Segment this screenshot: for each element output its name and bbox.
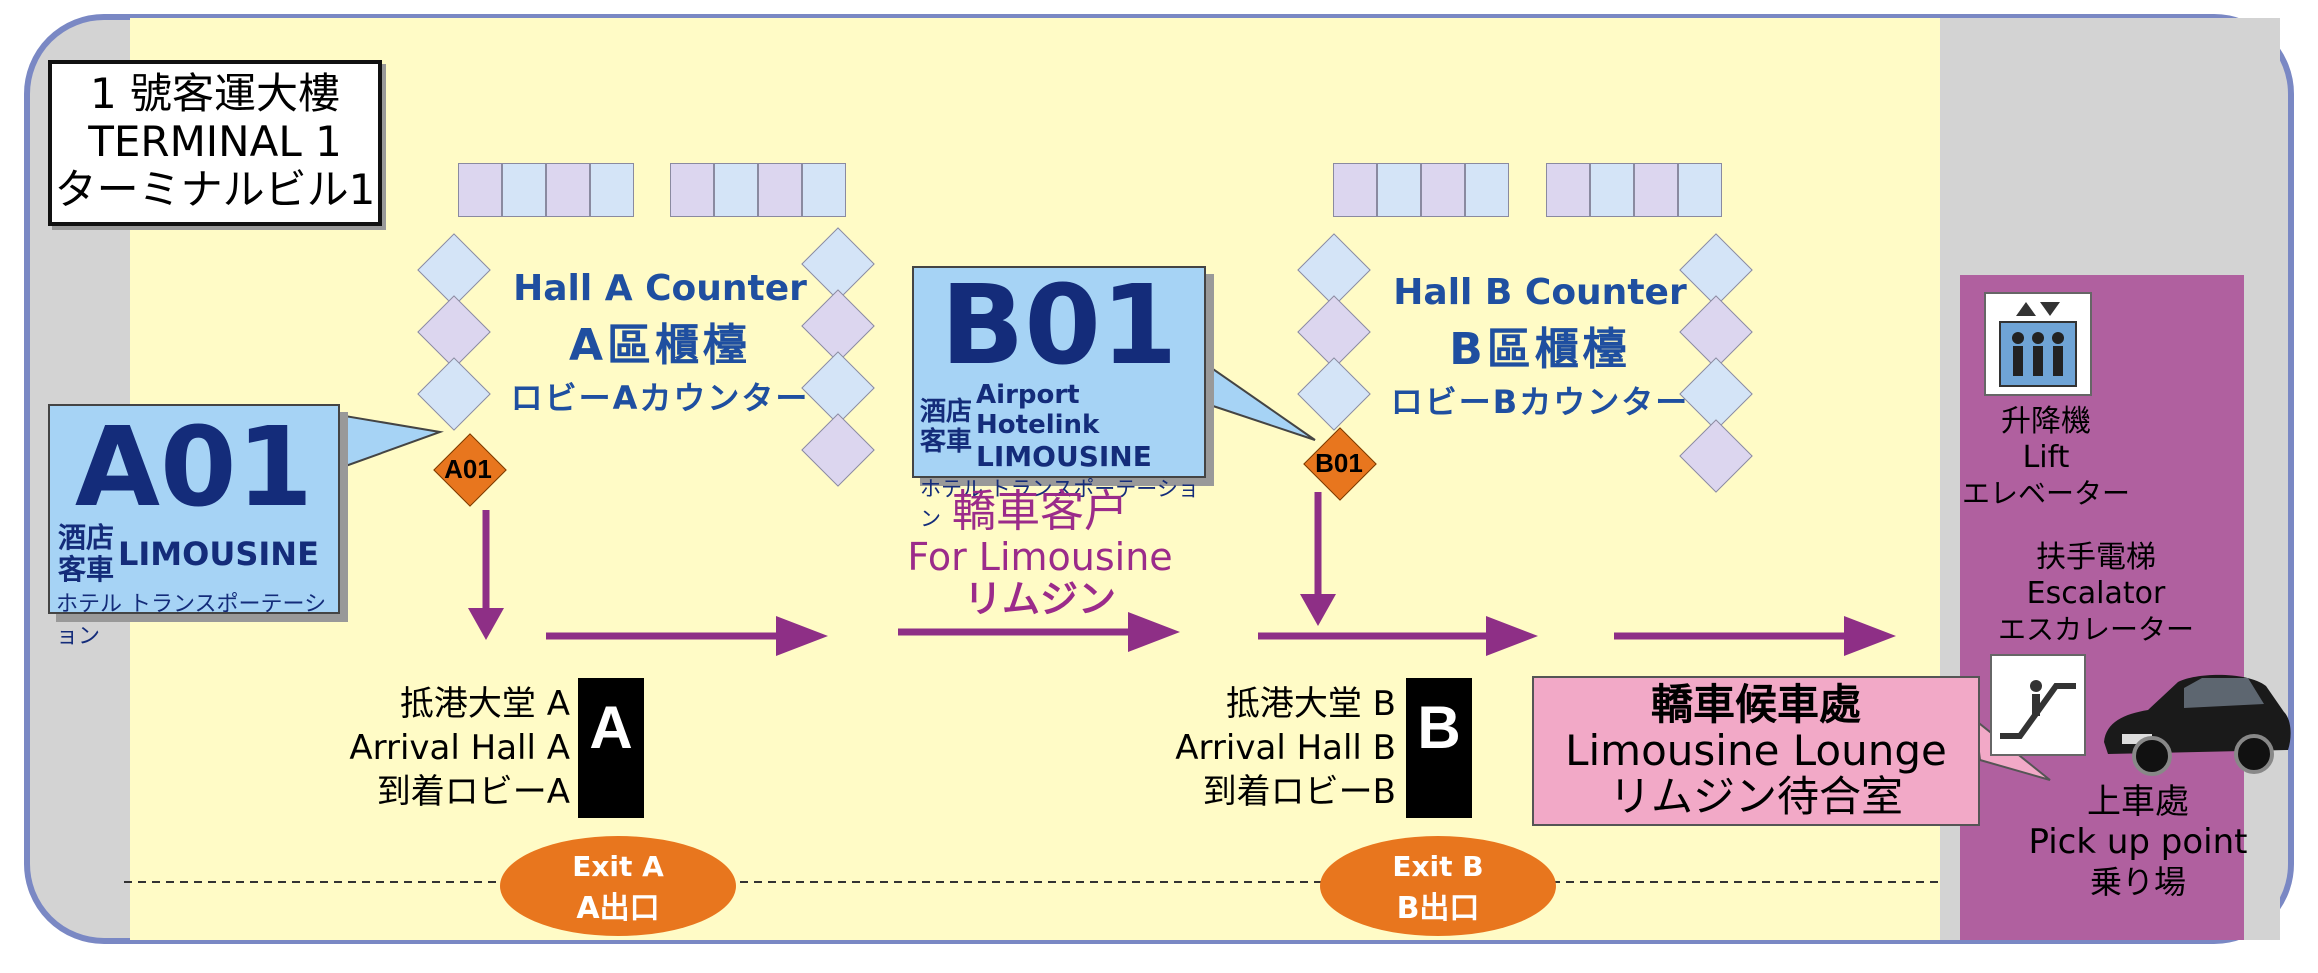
- arrival-hall-b-label: 抵港大堂 B Arrival Hall B 到着ロビーB: [1124, 682, 1396, 814]
- hall-a-title-ja: ロビーAカウンター: [510, 379, 810, 417]
- arrival-hall-a-label: 抵港大堂 A Arrival Hall A 到着ロビーA: [300, 682, 570, 814]
- stop-a01-label: A01: [444, 454, 492, 484]
- lift-en: Lift: [2022, 440, 2070, 475]
- car-icon: [2104, 674, 2291, 776]
- sign-b01: B01 酒店 客車 Airport Hotelink LIMOUSINE ホテル…: [912, 261, 1206, 531]
- limousine-lounge-en: Limousine Lounge: [1565, 726, 1947, 775]
- escalator-icon: [1990, 654, 2086, 756]
- hall-b-counter-row-right: [1546, 163, 1722, 217]
- escalator-zh: 扶手電梯: [2036, 540, 2156, 575]
- exit-a-en: Exit A: [572, 850, 664, 883]
- hall-a-title: Hall A Counter A區櫃檯 ロビーAカウンター: [490, 268, 830, 419]
- pickup-zh: 上車處: [2087, 782, 2189, 822]
- hall-b-title-en: Hall B Counter: [1393, 272, 1687, 313]
- terminal-label-ja: ターミナルビル1: [54, 165, 376, 214]
- sign-b01-en1: Airport Hotelink: [976, 380, 1100, 440]
- terminal-label-zh: 1 號客運大樓: [89, 69, 341, 118]
- escalator-en: Escalator: [2026, 576, 2166, 611]
- hall-a-counter-row-left: [458, 163, 634, 217]
- exit-a-zh: A出口: [576, 891, 660, 926]
- escalator-label: 扶手電梯 Escalator エスカレーター: [1946, 540, 2246, 648]
- escalator-ja: エスカレーター: [1997, 613, 2194, 646]
- sign-a01-en: LIMOUSINE: [118, 535, 319, 573]
- limousine-lounge: 轎車候車處 Limousine Lounge リムジン待合室: [1532, 676, 1980, 826]
- limousine-path-label: 轎車客户 For Limousine リムジン: [880, 486, 1200, 621]
- exit-b: Exit B B出口: [1320, 836, 1556, 936]
- exit-a: Exit A A出口: [500, 836, 736, 936]
- sign-a01: A01 酒店 客車 LIMOUSINE ホテル トランスポーテーション: [48, 403, 340, 649]
- arrival-hall-a-en: Arrival Hall A: [349, 728, 570, 768]
- hall-b-title-zh: B區櫃檯: [1449, 324, 1631, 375]
- lift-zh: 升降機: [2001, 404, 2091, 439]
- lift-label: 升降機 Lift エレベーター: [1936, 404, 2156, 512]
- sign-b01-ja: ホテル トランスポーテーション: [920, 477, 1199, 531]
- hall-a-title-en: Hall A Counter: [513, 268, 807, 309]
- limousine-path-ja: リムジン: [963, 577, 1116, 621]
- limousine-path-zh: 轎車客户: [952, 486, 1128, 537]
- hall-a-counter-row-right: [670, 163, 846, 217]
- arrival-hall-a-mark: A: [578, 678, 644, 818]
- arrival-hall-a-ja: 到着ロビーA: [376, 772, 570, 812]
- sign-b01-en2: LIMOUSINE: [976, 440, 1152, 473]
- terminal-label-en: TERMINAL 1: [88, 117, 342, 166]
- exit-b-zh: B出口: [1396, 891, 1480, 926]
- sign-a01-zh: 酒店 客車: [58, 521, 115, 586]
- pickup-label: 上車處 Pick up point 乗り場: [2018, 782, 2258, 902]
- pickup-ja: 乗り場: [2089, 863, 2186, 901]
- sign-a01-ja: ホテル トランスポーテーション: [56, 592, 327, 649]
- limousine-lounge-zh: 轎車候車處: [1650, 680, 1861, 729]
- lift-ja: エレベーター: [1961, 477, 2130, 510]
- stop-b01-label: B01: [1315, 448, 1363, 478]
- pickup-en: Pick up point: [2028, 822, 2248, 862]
- terminal-label: 1 號客運大樓 TERMINAL 1 ターミナルビル1: [48, 60, 382, 226]
- arrival-hall-b-zh: 抵港大堂 B: [1225, 684, 1396, 724]
- exit-b-en: Exit B: [1392, 850, 1484, 883]
- sign-b01-code: B01: [940, 261, 1178, 389]
- hall-b-counter-row-left: [1333, 163, 1509, 217]
- limousine-lounge-ja: リムジン待合室: [1608, 772, 1903, 821]
- hall-a-title-zh: A區櫃檯: [568, 320, 752, 371]
- a01-callout-pointer: [338, 414, 444, 470]
- sign-a01-code: A01: [74, 403, 314, 531]
- arrival-hall-b-ja: 到着ロビーB: [1202, 772, 1396, 812]
- limousine-path-en: For Limousine: [907, 535, 1173, 579]
- sign-b01-zh: 酒店 客車: [920, 396, 973, 457]
- lift-icon: [1984, 292, 2092, 396]
- hall-b-title: Hall B Counter B區櫃檯 ロビーBカウンター: [1370, 272, 1710, 423]
- arrival-hall-a-zh: 抵港大堂 A: [399, 684, 570, 724]
- b01-callout-pointer: [1193, 358, 1316, 441]
- arrival-hall-b-en: Arrival Hall B: [1175, 728, 1396, 768]
- hall-b-title-ja: ロビーBカウンター: [1390, 383, 1690, 421]
- arrival-hall-b-mark: B: [1406, 678, 1472, 818]
